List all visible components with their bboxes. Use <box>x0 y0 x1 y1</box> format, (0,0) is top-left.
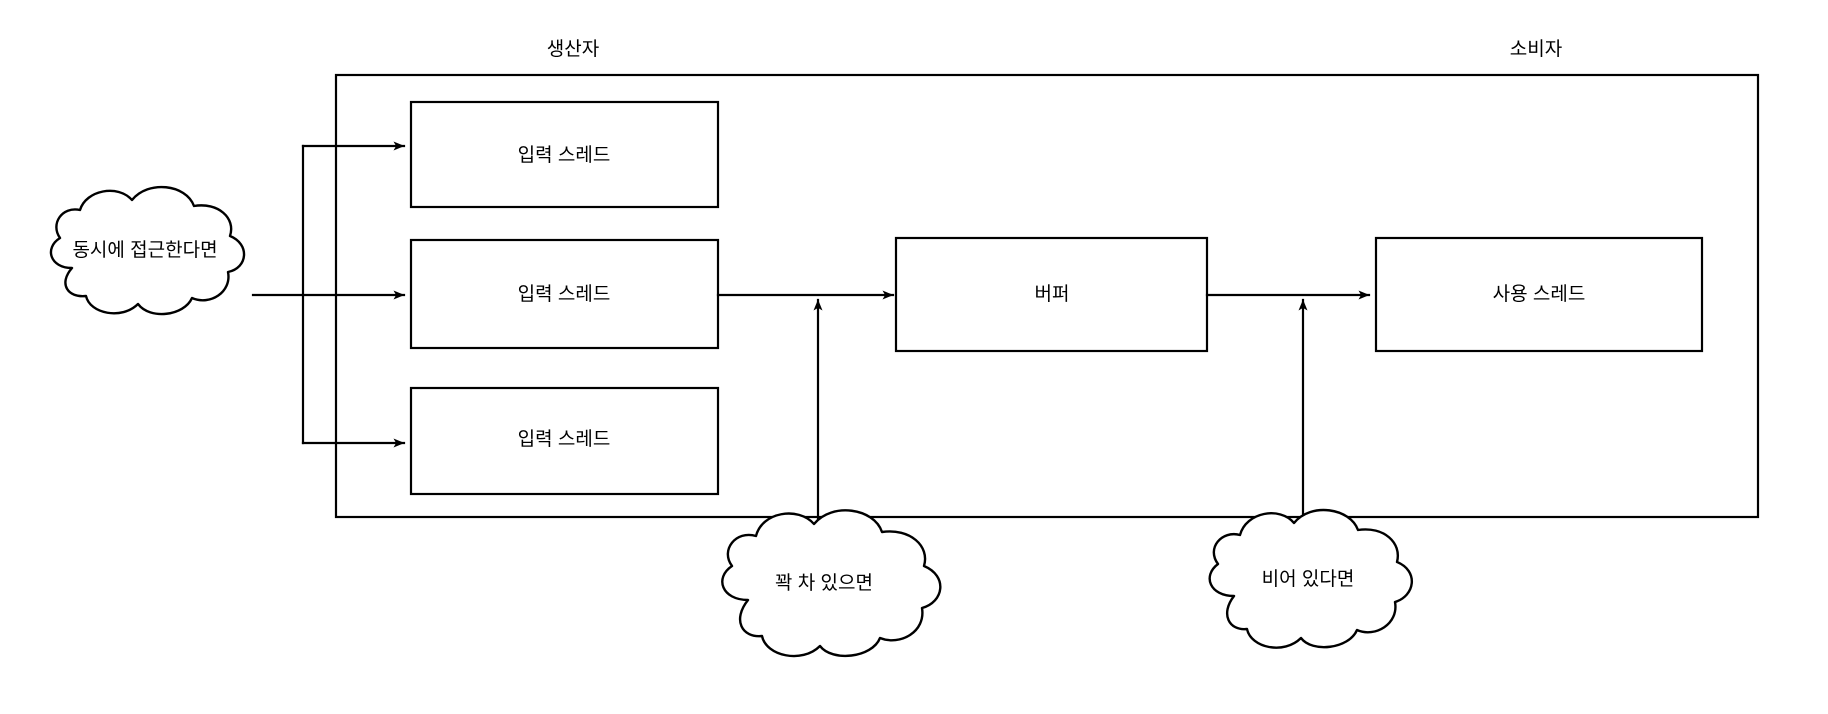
input-thread-3-label: 입력 스레드 <box>518 428 611 450</box>
cloud-concurrent-access-shape <box>49 185 246 316</box>
input-thread-3-box <box>409 386 720 496</box>
cloud-concurrent-access: 동시에 접근한다면 <box>49 185 246 316</box>
producer-section-label: 생산자 <box>547 38 599 60</box>
cloud-concurrent-access-label: 동시에 접근한다면 <box>72 239 217 261</box>
input-thread-1-box <box>409 100 720 209</box>
consumer-section-label: 소비자 <box>1510 38 1562 60</box>
cloud-buffer-full-label: 꽉 차 있으면 <box>775 572 873 594</box>
cloud-buffer-full: 꽉 차 있으면 <box>721 509 942 658</box>
cloud-buffer-empty-label: 비어 있다면 <box>1262 568 1355 590</box>
buffer-label: 버퍼 <box>1035 283 1070 305</box>
buffer-box <box>894 236 1209 353</box>
cloud-buffer-empty-shape <box>1208 508 1413 649</box>
cloud-buffer-empty: 비어 있다면 <box>1208 508 1413 649</box>
cloud-buffer-full-shape <box>721 509 942 658</box>
input-thread-1-label: 입력 스레드 <box>518 144 611 166</box>
consumer-thread-label: 사용 스레드 <box>1493 283 1586 305</box>
consumer-thread-box <box>1374 236 1704 353</box>
input-thread-2-label: 입력 스레드 <box>518 283 611 305</box>
input-thread-2-box <box>409 238 720 350</box>
